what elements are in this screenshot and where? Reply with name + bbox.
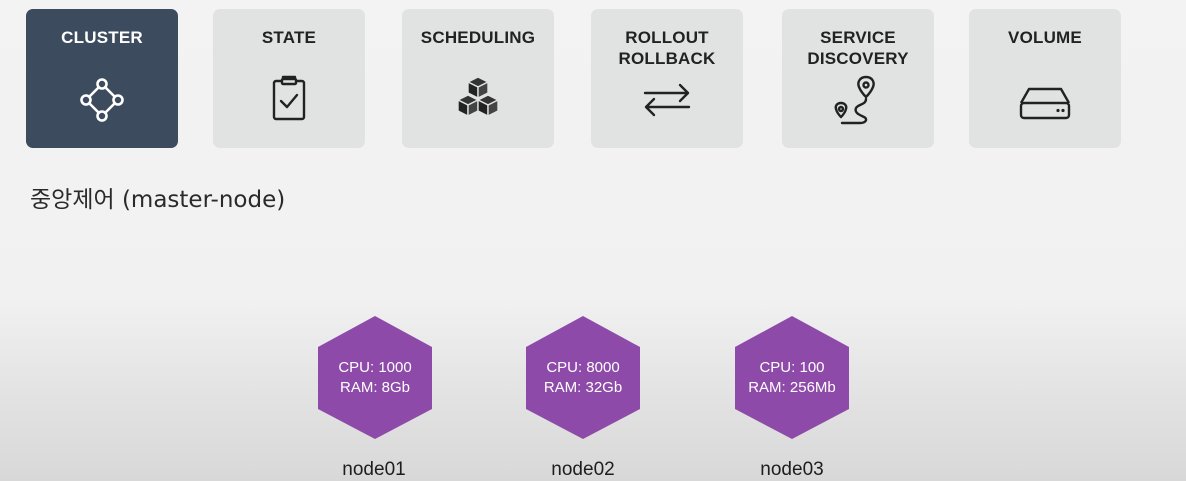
tile-service-discovery[interactable]: SERVICE DISCOVERY: [782, 9, 934, 148]
node-hexagon: CPU: 100 RAM: 256Mb: [733, 315, 851, 440]
node-hexagon: CPU: 1000 RAM: 8Gb: [316, 315, 434, 440]
section-heading: 중앙제어 (master-node): [30, 187, 286, 213]
boxes-icon: [450, 73, 506, 129]
hexagon-shape: [526, 316, 640, 439]
tile-rollout-rollback[interactable]: ROLLOUT ROLLBACK: [591, 9, 743, 148]
node-specs: CPU: 8000 RAM: 32Gb: [524, 358, 642, 398]
node-ram: RAM: 256Mb: [748, 379, 836, 396]
tile-label: ROLLOUT ROLLBACK: [618, 28, 716, 68]
node-cpu: CPU: 100: [759, 359, 825, 376]
node-hexagon: CPU: 8000 RAM: 32Gb: [524, 315, 642, 440]
cluster-nodes-icon: [74, 73, 130, 129]
node-cpu: CPU: 1000: [338, 359, 412, 376]
hard-drive-icon: [1017, 73, 1073, 129]
tile-label: STATE: [261, 28, 317, 47]
clipboard-check-icon: [261, 73, 317, 129]
tile-label: SCHEDULING: [420, 28, 536, 47]
node-ram: RAM: 32Gb: [543, 379, 623, 396]
tile-cluster[interactable]: CLUSTER: [26, 9, 178, 148]
swap-arrows-icon: [639, 73, 695, 129]
node-name: node01: [342, 459, 406, 480]
node-ram: RAM: 8Gb: [339, 379, 411, 396]
node-cpu: CPU: 8000: [546, 359, 620, 376]
route-pin-icon: [830, 73, 886, 129]
tile-scheduling[interactable]: SCHEDULING: [402, 9, 554, 148]
hexagon-shape: [318, 316, 432, 439]
tile-state[interactable]: STATE: [213, 9, 365, 148]
tile-label: CLUSTER: [61, 28, 143, 47]
tile-label: VOLUME: [1008, 28, 1082, 47]
node-name: node02: [551, 459, 615, 480]
node-name: node03: [760, 459, 824, 480]
tile-label: SERVICE DISCOVERY: [807, 28, 909, 68]
tile-volume[interactable]: VOLUME: [969, 9, 1121, 148]
node-specs: CPU: 100 RAM: 256Mb: [733, 358, 851, 398]
node-specs: CPU: 1000 RAM: 8Gb: [316, 358, 434, 398]
hexagon-shape: [735, 316, 849, 439]
